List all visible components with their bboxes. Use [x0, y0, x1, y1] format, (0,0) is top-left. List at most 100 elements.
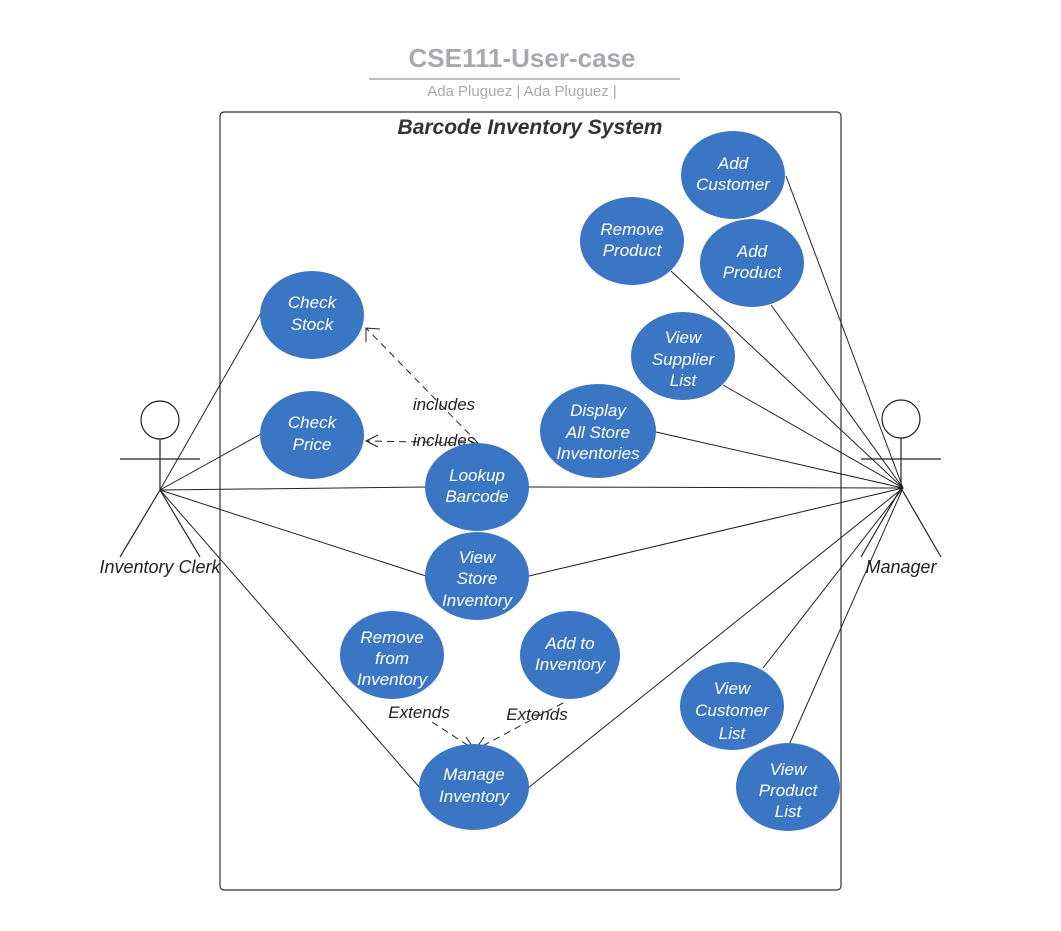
use-case-check-stock[interactable]: Check Stock: [260, 271, 364, 359]
use-case-label-line: Customer: [695, 701, 770, 720]
actor-head: [140, 400, 180, 440]
actor-inventory-clerk[interactable]: Inventory Clerk: [99, 400, 222, 577]
assoc-clerk-view-store-inventory: [159, 489, 427, 577]
use-case-label-line: Remove: [360, 628, 423, 647]
assoc-manager-lookup-barcode: [528, 486, 904, 489]
clerk-associations: [159, 312, 427, 789]
includes-stock-arrowhead: [365, 327, 381, 342]
use-case-ellipse: [260, 271, 364, 359]
assoc-manager-add-customer: [785, 175, 904, 489]
use-case-ellipse: [520, 611, 620, 699]
use-case-label-line: Product: [723, 263, 783, 282]
use-case-ellipse: [736, 743, 840, 831]
use-case-label-line: List: [670, 371, 698, 390]
assoc-manager-remove-product: [670, 270, 904, 489]
includes-price-arrowhead: [364, 434, 379, 448]
assoc-clerk-lookup-barcode: [159, 486, 427, 491]
system-title: Barcode Inventory System: [398, 116, 663, 139]
use-case-label-line: View: [714, 679, 752, 698]
use-case-label-line: Remove: [600, 220, 663, 239]
use-case-view-customer-list[interactable]: View Customer List: [680, 662, 784, 750]
use-case-label-line: Check: [288, 293, 338, 312]
use-case-display-all-store-inventories[interactable]: Display All Store Inventories: [540, 384, 656, 478]
use-case-label-line: Manage: [443, 765, 504, 784]
use-case-label-line: Customer: [696, 175, 771, 194]
use-case-remove-product[interactable]: Remove Product: [580, 197, 684, 285]
use-case-add-to-inventory[interactable]: Add to Inventory: [520, 611, 620, 699]
use-case-label-line: Add: [717, 154, 749, 173]
use-case-ellipse: [680, 662, 784, 750]
actor-label-inventory-clerk: Inventory Clerk: [99, 557, 221, 577]
manager-associations: [527, 175, 904, 789]
includes-price-relation: includes: [364, 431, 479, 450]
assoc-manager-view-store-inventory: [528, 487, 904, 577]
use-case-label-line: from: [375, 649, 409, 668]
use-case-label-line: Inventories: [556, 444, 640, 463]
use-case-label-line: All Store: [565, 423, 630, 442]
assoc-clerk-manage-inventory: [159, 489, 421, 789]
use-case-lookup-barcode[interactable]: Lookup Barcode: [425, 443, 529, 531]
use-case-label-line: Inventory: [439, 787, 510, 806]
page-subtitle: Ada Pluguez | Ada Pluguez |: [427, 83, 617, 100]
use-case-label-line: View: [770, 760, 808, 779]
use-case-ellipse: [260, 391, 364, 479]
use-case-label-line: Price: [293, 435, 332, 454]
assoc-manager-display-all-store-inventories: [655, 431, 904, 489]
use-case-label-line: Stock: [291, 315, 335, 334]
use-case-ellipse: [419, 744, 529, 830]
assoc-manager-view-supplier-list: [722, 384, 904, 489]
use-case-label-line: Supplier: [652, 350, 716, 369]
includes-price-label: includes: [413, 431, 476, 450]
assoc-manager-manage-inventory: [527, 487, 904, 789]
actor-head: [881, 399, 921, 439]
includes-stock-line: [365, 327, 479, 444]
use-case-ellipse: [340, 611, 444, 699]
actor-left-leg: [860, 487, 902, 558]
assoc-clerk-check-price: [159, 433, 262, 491]
extends-add-label: Extends: [506, 705, 568, 724]
use-case-label-line: View: [665, 328, 703, 347]
use-case-view-store-inventory[interactable]: View Store Inventory: [425, 532, 529, 620]
assoc-manager-view-customer-list: [762, 487, 904, 669]
use-case-ellipse: [700, 219, 804, 307]
use-case-ellipse: [580, 197, 684, 285]
actor-left-leg: [119, 489, 161, 558]
use-case-add-customer[interactable]: Add Customer: [681, 131, 785, 219]
actor-manager[interactable]: Manager: [860, 399, 942, 577]
actor-label-manager: Manager: [865, 557, 937, 577]
actor-right-leg: [159, 489, 201, 558]
includes-stock-label: includes: [413, 395, 476, 414]
use-case-ellipse: [425, 532, 529, 620]
use-case-ellipse: [425, 443, 529, 531]
use-case-ellipse: [681, 131, 785, 219]
use-case-label-line: List: [719, 724, 747, 743]
use-case-manage-inventory[interactable]: Manage Inventory: [419, 744, 529, 830]
assoc-manager-view-product-list: [788, 487, 904, 746]
use-case-label-line: Add: [736, 242, 768, 261]
use-case-label-line: Check: [288, 413, 338, 432]
use-case-label-line: Inventory: [535, 655, 606, 674]
use-case-label-line: Inventory: [357, 670, 428, 689]
includes-stock-relation: includes: [365, 327, 479, 444]
use-case-label-line: Add to: [544, 634, 594, 653]
use-case-ellipse: [540, 384, 656, 478]
assoc-clerk-check-stock: [159, 312, 262, 491]
use-case-label-line: Product: [603, 241, 663, 260]
includes-price-line: [365, 440, 479, 444]
assoc-manager-add-product: [770, 304, 904, 489]
use-case-remove-from-inventory[interactable]: Remove from Inventory: [340, 611, 444, 699]
use-case-label-line: Store: [457, 569, 498, 588]
use-case-label-line: Barcode: [445, 487, 508, 506]
use-case-label-line: Display: [570, 401, 627, 420]
use-case-add-product[interactable]: Add Product: [700, 219, 804, 307]
extends-remove-label: Extends: [388, 703, 450, 722]
use-case-view-supplier-list[interactable]: View Supplier List: [631, 312, 735, 400]
use-case-label-line: Inventory: [442, 591, 513, 610]
use-case-label-line: View: [459, 548, 497, 567]
use-case-view-product-list[interactable]: View Product List: [736, 743, 840, 831]
use-case-check-price[interactable]: Check Price: [260, 391, 364, 479]
page-title: CSE111-User-case: [409, 43, 636, 73]
use-case-label-line: List: [775, 802, 803, 821]
use-case-ellipse: [631, 312, 735, 400]
